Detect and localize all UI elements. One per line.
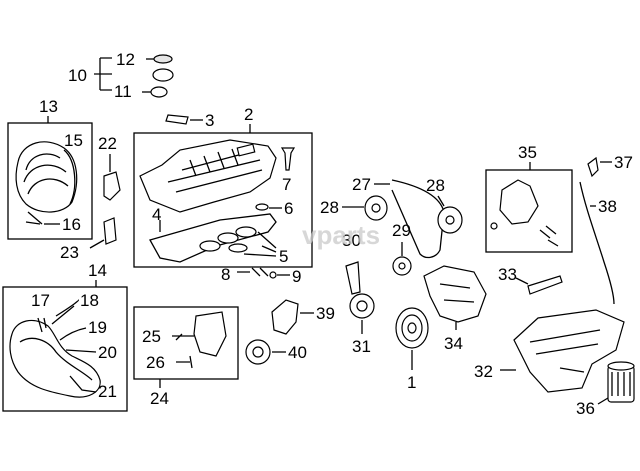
oil-pump-part-34	[423, 265, 487, 323]
idler-part-31	[349, 293, 375, 319]
callout-37: 37	[614, 153, 633, 172]
timing-belt-part-27	[391, 179, 445, 259]
callout-31: 31	[352, 337, 371, 356]
crank-sprocket-part-29	[392, 256, 412, 276]
callout-30: 30	[342, 231, 361, 250]
dipstick-tube-part-38	[579, 181, 615, 305]
bracket-part-3	[165, 114, 189, 125]
housing-part-35	[499, 179, 539, 225]
valve-cover-gasket-part	[149, 213, 277, 263]
callout-39: 39	[316, 304, 335, 323]
callout-3: 3	[205, 111, 214, 130]
oil-pump-housing-box	[485, 169, 573, 253]
callout-9: 9	[292, 267, 301, 286]
bracket-part-24	[193, 311, 227, 357]
o-ring-part	[150, 86, 168, 98]
callout-29: 29	[392, 221, 411, 240]
filler-cap-part	[152, 68, 174, 82]
tensioner-part-39	[271, 299, 299, 335]
bolt-part-16	[25, 211, 43, 225]
callout-12: 12	[116, 50, 135, 69]
callout-28b: 28	[426, 176, 445, 195]
callout-28a: 28	[320, 198, 339, 217]
callout-40: 40	[288, 343, 307, 362]
callout-1: 1	[407, 373, 416, 392]
upper-timing-cover-box	[7, 122, 93, 240]
bolt-part-7	[280, 147, 296, 171]
callout-25: 25	[142, 327, 161, 346]
callout-22: 22	[98, 134, 117, 153]
callout-27: 27	[352, 175, 371, 194]
cover-seal-part-15	[63, 149, 76, 205]
valve-cover-box	[133, 132, 313, 268]
lower-timing-cover-box	[2, 286, 128, 412]
callout-32: 32	[474, 362, 493, 381]
callout-13: 13	[39, 97, 58, 116]
tensioner-arm-part-30	[345, 261, 361, 295]
bracket-part-33	[527, 275, 563, 295]
oil-pan-part-32	[513, 309, 625, 393]
callout-6: 6	[284, 199, 293, 218]
bracket-part-23	[103, 217, 117, 245]
bolt-part-17	[37, 317, 47, 333]
callout-7: 7	[282, 175, 291, 194]
callout-24: 24	[150, 389, 169, 408]
dipstick-handle-part-37	[587, 156, 599, 178]
callout-34: 34	[444, 334, 463, 353]
callout-17: 17	[31, 291, 50, 310]
oil-filter-part-36	[607, 361, 635, 403]
callout-10: 10	[68, 66, 87, 85]
callout-15: 15	[64, 131, 83, 150]
callout-33: 33	[498, 265, 517, 284]
camshaft-sprocket-part-28a	[364, 195, 388, 221]
callout-23: 23	[60, 243, 79, 262]
callout-21: 21	[98, 382, 117, 401]
camshaft-sprocket-part-28b	[437, 206, 463, 234]
watermark-text: vparts	[302, 220, 380, 250]
callout-26: 26	[146, 353, 165, 372]
grommet-part-6	[255, 203, 269, 211]
callout-4: 4	[152, 205, 161, 224]
callout-14: 14	[88, 261, 107, 280]
callout-38: 38	[598, 197, 617, 216]
callout-16: 16	[62, 215, 81, 234]
callout-36: 36	[576, 399, 595, 418]
upper-timing-cover-part	[15, 141, 78, 213]
idler-pulley-part-40	[245, 339, 271, 365]
callout-2: 2	[244, 105, 253, 124]
oil-filler-cap-group	[94, 54, 174, 98]
callout-5: 5	[279, 247, 288, 266]
lower-timing-cover-part	[9, 319, 101, 398]
callout-35: 35	[518, 143, 537, 162]
callout-8: 8	[221, 265, 230, 284]
washer-part-9	[269, 271, 277, 279]
callout-20: 20	[98, 343, 117, 362]
callout-11: 11	[114, 82, 132, 101]
bracket-part-22	[103, 171, 121, 201]
callout-18: 18	[80, 291, 99, 310]
cap-gasket-part	[153, 54, 173, 64]
callout-19: 19	[88, 318, 107, 337]
sensor-bracket-box	[133, 306, 239, 380]
crankshaft-pulley-part-1	[395, 307, 429, 349]
valve-cover-part	[139, 139, 277, 213]
